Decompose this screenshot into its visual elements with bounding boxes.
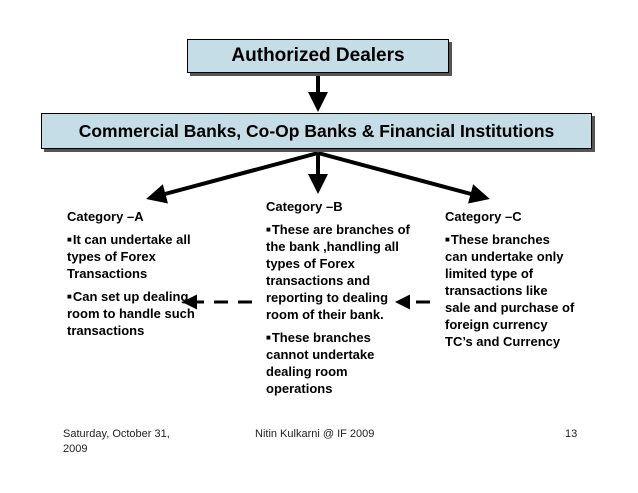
- arrow-mid-to-c: [317, 151, 490, 204]
- square-bullet-icon: ■: [445, 235, 450, 244]
- category-a-bullet-text: Can set up dealing room to handle such t…: [67, 289, 195, 338]
- footer-page-number: 13: [565, 428, 578, 440]
- square-bullet-icon: ■: [67, 235, 72, 244]
- category-c-column: Category –C ■These branches can undertak…: [445, 208, 575, 356]
- category-c-bullet: ■These branches can undertake only limit…: [445, 231, 575, 350]
- institutions-box: Commercial Banks, Co-Op Banks & Financia…: [41, 113, 592, 149]
- square-bullet-icon: ■: [266, 225, 271, 234]
- category-b-column: Category –B ■These are branches of the b…: [266, 198, 416, 403]
- category-b-bullet-text: These are branches of the bank ,handling…: [266, 222, 410, 322]
- arrow-mid-to-a: [146, 151, 319, 204]
- category-c-bullet-text: These branches can undertake only limite…: [445, 232, 575, 349]
- category-a-bullet-text: It can undertake all types of Forex Tran…: [67, 232, 191, 281]
- category-b-bullet: ■These branches cannot undertake dealing…: [266, 329, 416, 397]
- category-b-bullet-text: These branches cannot undertake dealing …: [266, 330, 375, 396]
- category-a-bullet: ■It can undertake all types of Forex Tra…: [67, 231, 197, 282]
- authorized-dealers-label: Authorized Dealers: [231, 45, 405, 66]
- category-a-heading: Category –A: [67, 209, 144, 224]
- category-a-column: Category –A ■It can undertake all types …: [67, 208, 197, 345]
- category-a-bullet: ■Can set up dealing room to handle such …: [67, 288, 197, 339]
- footer-author: Nitin Kulkarni @ IF 2009: [255, 428, 375, 440]
- authorized-dealers-box: Authorized Dealers: [187, 39, 449, 73]
- category-b-bullet: ■These are branches of the bank ,handlin…: [266, 221, 416, 323]
- square-bullet-icon: ■: [67, 292, 72, 301]
- footer-date: Saturday, October 31, 2009: [63, 428, 170, 455]
- category-c-heading: Category –C: [445, 209, 522, 224]
- category-b-heading: Category –B: [266, 199, 343, 214]
- square-bullet-icon: ■: [266, 333, 271, 342]
- institutions-label: Commercial Banks, Co-Op Banks & Financia…: [78, 120, 555, 141]
